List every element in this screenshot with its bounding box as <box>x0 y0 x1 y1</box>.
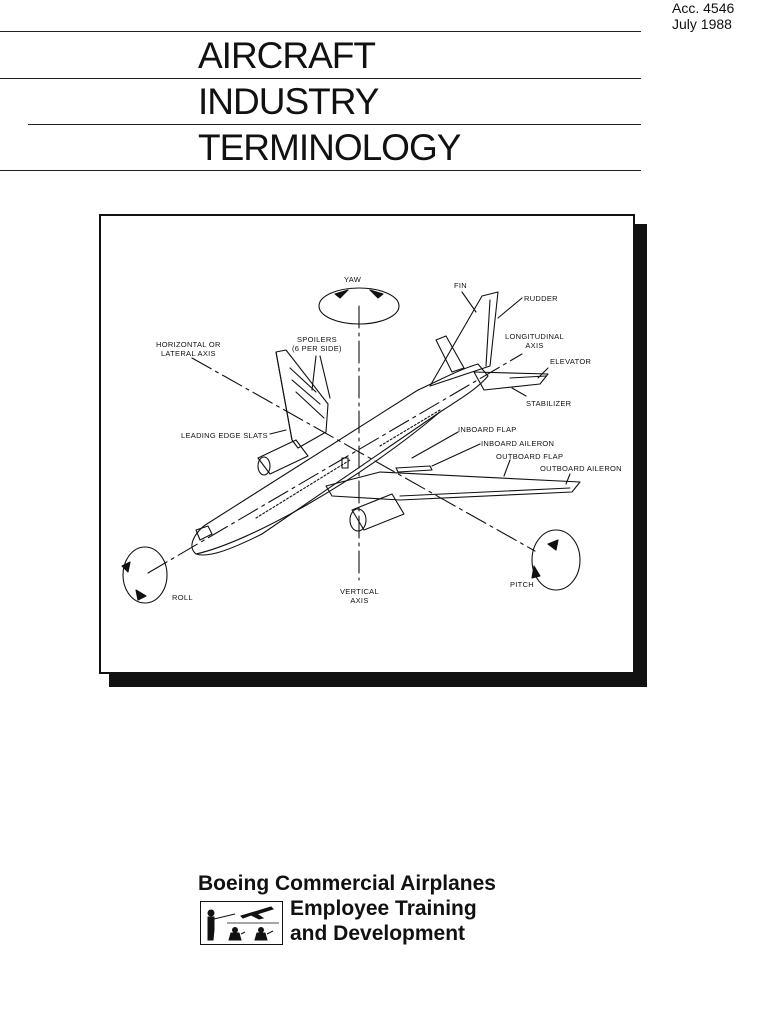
right-wing <box>325 471 581 501</box>
accession-number: Acc. 4546 <box>672 0 735 16</box>
department-line-2: and Development <box>290 922 466 945</box>
label-horizontal-axis-line-2: LATERAL AXIS <box>160 349 216 358</box>
label-elevator: ELEVATOR <box>550 357 592 366</box>
student-2-body-icon <box>254 932 268 941</box>
label-roll: ROLL <box>172 593 193 602</box>
publisher-name: Boeing Commercial Airplanes <box>198 872 496 895</box>
pitch-arrowhead-bottom <box>531 565 541 579</box>
label-outboard-aileron: OUTBOARD AILERON <box>540 464 622 473</box>
right-wing-flap-line <box>399 487 571 497</box>
title-rule-bottom <box>0 170 641 171</box>
vertical-fin <box>429 291 499 387</box>
window-row-front <box>255 459 351 519</box>
label-fin: FIN <box>454 281 467 290</box>
small-airplane-icon <box>240 906 274 920</box>
accession-date: July 1988 <box>672 16 732 32</box>
student-2-head-icon <box>258 927 264 933</box>
instructor-head-icon <box>207 909 215 917</box>
leader-inboard-aileron <box>431 443 481 467</box>
label-inboard-aileron: INBOARD AILERON <box>481 439 555 448</box>
cockpit-windows <box>195 525 213 541</box>
title-line-2: INDUSTRY <box>198 81 379 122</box>
title-rule-1 <box>0 78 641 79</box>
label-outboard-flap: OUTBOARD FLAP <box>496 452 564 461</box>
left-wing <box>275 349 329 449</box>
training-logo <box>200 901 283 945</box>
label-horizontal-axis-line-1: HORIZONTAL OR <box>156 340 221 349</box>
label-vertical-axis-line-1: VERTICAL <box>340 587 379 596</box>
leader-fin <box>461 291 477 313</box>
label-rudder: RUDDER <box>524 294 558 303</box>
longitudinal-axis-line <box>147 353 523 574</box>
label-horizontal-axis: HORIZONTAL OR LATERAL AXIS <box>156 340 221 358</box>
label-pitch: PITCH <box>510 580 534 589</box>
pitch-arrowhead-top <box>547 539 559 551</box>
pointer-icon <box>213 913 236 920</box>
elevator-edge <box>509 375 547 379</box>
right-engine-intake <box>349 508 367 532</box>
fuselage <box>191 363 489 556</box>
title-rule-top <box>0 31 641 32</box>
rudder-edge <box>485 299 491 367</box>
fuselage-belly <box>195 411 441 555</box>
window-row-rear <box>379 409 441 447</box>
left-engine-intake <box>257 456 271 476</box>
label-inboard-flap: INBOARD FLAP <box>458 425 517 434</box>
left-engine <box>257 439 309 475</box>
instructor-body-icon <box>207 916 215 941</box>
title-rule-2 <box>28 124 641 125</box>
leader-outboard-aileron <box>565 473 571 485</box>
lateral-axis-line <box>191 357 536 552</box>
label-vertical-axis: VERTICAL AXIS <box>340 587 379 605</box>
training-logo-icon <box>207 906 279 941</box>
roll-arrowhead-top <box>121 561 131 573</box>
label-spoilers-line-2: (6 PER SIDE) <box>292 344 342 353</box>
title-line-1: AIRCRAFT <box>198 35 376 76</box>
leader-stabilizer <box>511 387 527 397</box>
roll-rotation-arrow <box>122 546 168 604</box>
label-yaw: YAW <box>344 275 362 284</box>
roll-arrowhead-bottom <box>135 589 147 601</box>
label-spoilers-line-1: SPOILERS <box>296 335 337 344</box>
leader-slats <box>269 429 287 435</box>
label-vertical-axis-line-2: AXIS <box>350 596 369 605</box>
leader-spoilers <box>311 355 331 399</box>
title-line-3: TERMINOLOGY <box>198 127 461 168</box>
door <box>341 457 349 469</box>
label-longitudinal-axis-line-1: LONGITUDINAL <box>505 332 565 341</box>
label-stabilizer: STABILIZER <box>526 399 572 408</box>
label-spoilers: SPOILERS (6 PER SIDE) <box>292 335 342 353</box>
yaw-arrowhead-right <box>369 289 384 299</box>
right-stabilizer <box>473 371 549 391</box>
student-1-head-icon <box>232 927 238 933</box>
pitch-rotation-arrow <box>531 529 581 591</box>
student-1-body-icon <box>228 932 242 941</box>
accession-info: Acc. 4546 July 1988 <box>672 0 734 32</box>
leader-rudder <box>497 297 523 319</box>
label-longitudinal-axis: LONGITUDINAL AXIS <box>505 332 564 350</box>
left-stabilizer <box>435 335 465 373</box>
right-engine <box>351 493 405 531</box>
leader-outboard-flap <box>503 459 511 477</box>
yaw-arrowhead-left <box>334 289 349 299</box>
left-wing-spoilers <box>289 367 325 419</box>
yaw-rotation-arrow <box>318 287 400 325</box>
diagram-frame <box>99 214 635 674</box>
leader-inboard-flap <box>411 431 459 459</box>
label-longitudinal-axis-line-2: AXIS <box>525 341 544 350</box>
department-line-1: Employee Training <box>290 897 477 920</box>
label-leading-edge-slats: LEADING EDGE SLATS <box>181 431 268 440</box>
right-wing-flaps <box>395 465 433 473</box>
left-wing-slat <box>275 351 293 441</box>
leader-elevator <box>537 367 549 379</box>
